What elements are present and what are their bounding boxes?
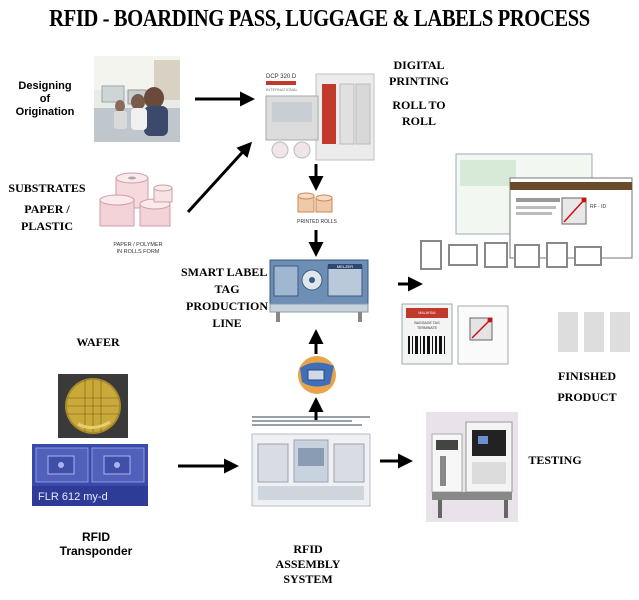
office-design-photo: [94, 56, 180, 142]
label-substrates: SUBSTRATES PAPER / PLASTIC: [8, 181, 86, 233]
substrate-rolls-photo: PAPER / POLYMER IN ROLLS FORM: [92, 170, 184, 260]
melzer-brand-text: MELZER: [337, 264, 353, 269]
testing-machine-photo: [426, 412, 518, 522]
printer-brand-text: INTERNATIONAL: [266, 87, 298, 92]
label-rfid-assembly-system: RFID ASSEMBLY SYSTEM: [275, 542, 341, 586]
arrow-substrates-to-printing: [186, 141, 253, 214]
rolls-caption-line2: IN ROLLS FORM: [117, 249, 160, 255]
wafer-photo: [58, 374, 128, 438]
airline-tag-line2: BAGGAGE TAG: [414, 321, 440, 325]
airline-tag-line3: TERMINATE: [417, 326, 438, 330]
label-finished-product: FINISHED PRODUCT: [557, 369, 617, 404]
finished-boarding-pass-collage: RF - ID: [414, 150, 636, 276]
printed-rolls-caption: PRINTED ROLLS: [297, 219, 337, 225]
wafer-code-text: FLR 612 my-d: [38, 491, 108, 503]
label-digital-printing: DIGITAL PRINTING ROLL TO ROLL: [388, 58, 449, 128]
label-designing-of-origination: Designing of Origination: [15, 80, 75, 118]
finished-luggage-tags: MALAYSIA BAGGAGE TAG TERMINATE: [398, 302, 636, 372]
production-line-photo: MELZER: [268, 256, 370, 324]
label-smart-label-production-line: SMART LABEL / TAG PRODUCTION LINE: [180, 265, 274, 330]
digital-printer-photo: DCP 320 D INTERNATIONAL: [258, 66, 376, 164]
label-wafer: WAFER: [76, 335, 120, 349]
label-testing: TESTING: [528, 453, 582, 467]
airline-tag-line1: MALAYSIA: [418, 311, 436, 315]
printed-rolls-photo: PRINTED ROLLS: [288, 192, 346, 226]
assembly-system-photo: [248, 414, 374, 510]
chip-module-photo: [294, 354, 340, 396]
printer-model-text: DCP 320 D: [266, 74, 297, 80]
page-title: RFID - BOARDING PASS, LUGGAGE & LABELS P…: [49, 6, 590, 32]
rolls-caption-line1: PAPER / POLYMER: [113, 242, 162, 248]
label-rfid-transponder: RFID Transponder: [59, 530, 133, 558]
rfid-transponder-photo: FLR 612 my-d: [32, 444, 148, 506]
rf-id-tag-text: RF - ID: [590, 204, 606, 210]
